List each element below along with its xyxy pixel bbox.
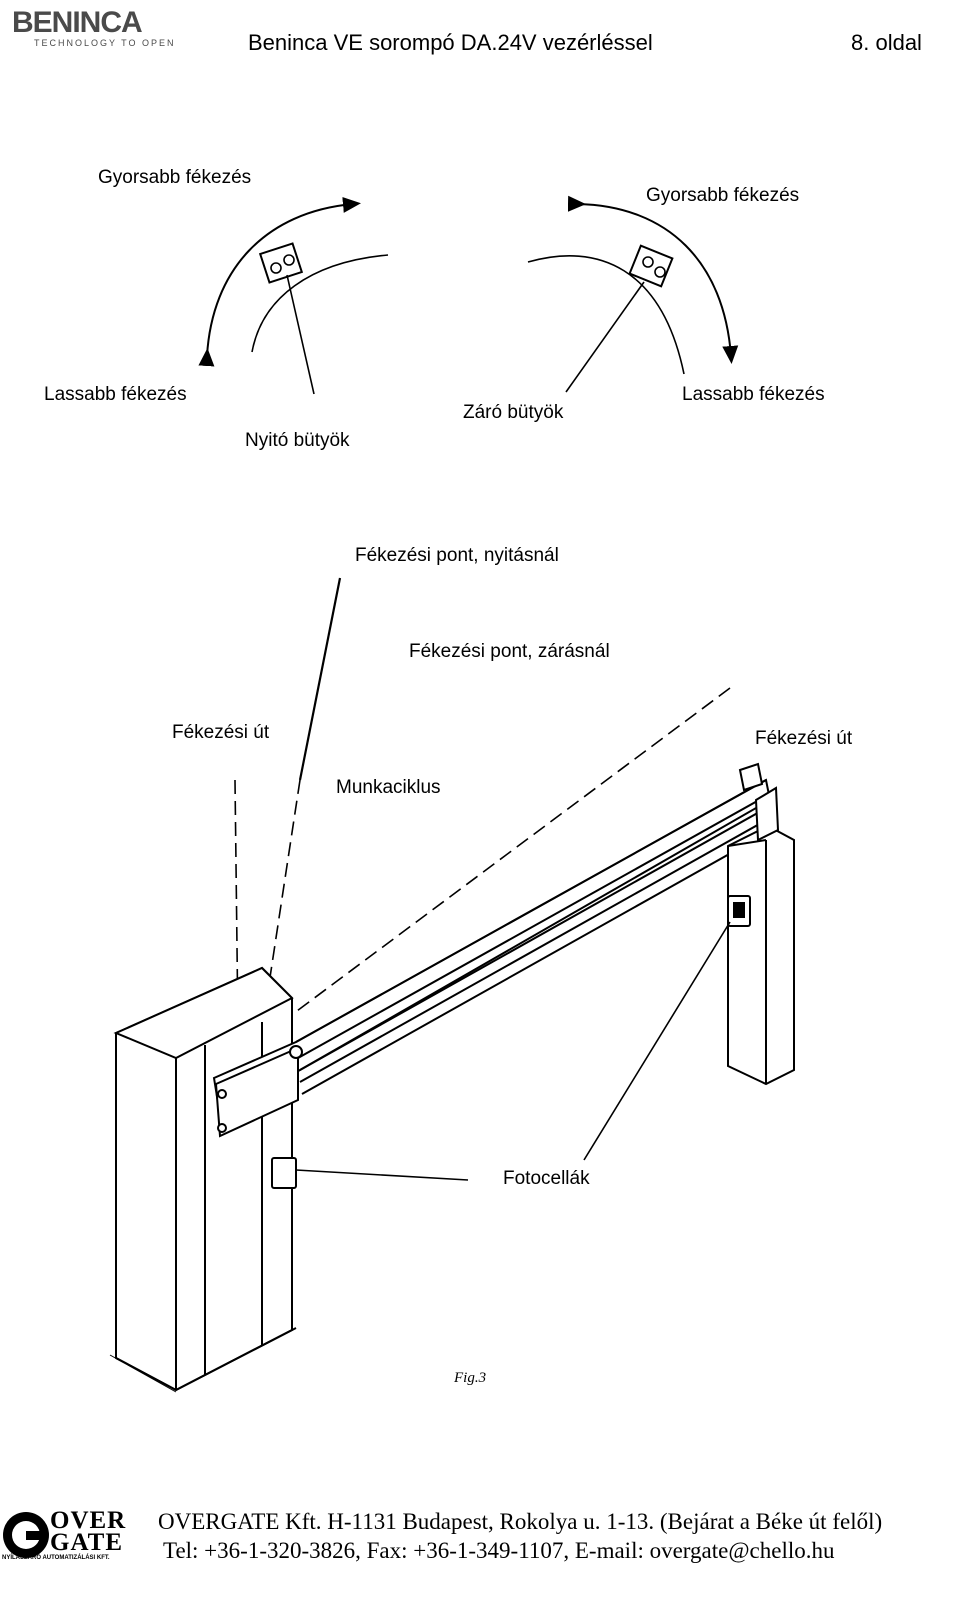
close-cam-pointer	[565, 281, 645, 393]
left-fast-brake-label: Gyorsabb fékezés	[98, 167, 252, 188]
photocell-left-icon	[271, 1157, 297, 1189]
photocell-pointer-left	[295, 1169, 469, 1181]
cam-diagram	[198, 195, 739, 395]
figure-caption: Fig.3	[454, 1370, 487, 1386]
beninca-logo: BENINCA TECHNOLOGY TO OPEN	[12, 6, 174, 50]
brake-close-dashed	[257, 687, 731, 1041]
left-outer-arc	[198, 196, 361, 367]
barrier-diagram	[109, 577, 795, 1393]
right-fast-brake-label: Gyorsabb fékezés	[646, 185, 800, 206]
brake-close-label: Fékezési pont, zárásnál	[409, 641, 610, 662]
close-cam-label: Záró bütyök	[463, 402, 564, 423]
footer-address: OVERGATE Kft. H-1131 Budapest, Rokolya u…	[158, 1509, 883, 1534]
left-inner-arc	[251, 254, 389, 353]
brake-open-pointer	[298, 577, 342, 781]
logo-gate-text: GATE	[50, 1529, 123, 1556]
right-slow-brake-label: Lassabb fékezés	[682, 384, 825, 405]
open-cam-pointer	[286, 274, 315, 395]
barrier-cabinet	[109, 966, 297, 1393]
brake-path-right-label: Fékezési út	[755, 728, 853, 749]
logo-small-text: NYÍLÁSZÁRÓ AUTOMATIZÁLÁSI KFT.	[2, 1555, 110, 1561]
photocell-right-icon	[727, 895, 751, 927]
right-inner-arc	[527, 255, 685, 375]
open-cam-icon	[258, 242, 304, 284]
work-cycle-label: Munkaciklus	[336, 777, 441, 798]
right-outer-arc	[567, 195, 739, 364]
close-cam-icon	[628, 244, 674, 288]
footer-contact: Tel: +36-1-320-3826, Fax: +36-1-349-1107…	[163, 1538, 835, 1563]
open-cam-label: Nyitó bütyök	[245, 430, 350, 451]
page-number: 8. oldal	[851, 30, 922, 55]
brake-path-left-label: Fékezési út	[172, 722, 270, 743]
logo-tagline: TECHNOLOGY TO OPEN	[34, 38, 176, 48]
barrier-boom	[212, 778, 773, 1138]
logo-over-text: OVER	[50, 1507, 127, 1534]
photocell-pointer-right	[583, 921, 731, 1161]
overgate-logo: OVER GATE NYÍLÁSZÁRÓ AUTOMATIZÁLÁSI KFT.	[0, 1503, 140, 1619]
left-slow-brake-label: Lassabb fékezés	[44, 384, 187, 405]
support-post	[727, 762, 795, 1086]
photocells-label: Fotocellák	[503, 1168, 590, 1189]
document-title: Beninca VE sorompó DA.24V vezérléssel	[248, 30, 653, 55]
logo-brand-text: BENINCA	[12, 6, 143, 39]
overgate-g-icon	[3, 1512, 49, 1558]
brake-open-label: Fékezési pont, nyitásnál	[355, 545, 559, 566]
